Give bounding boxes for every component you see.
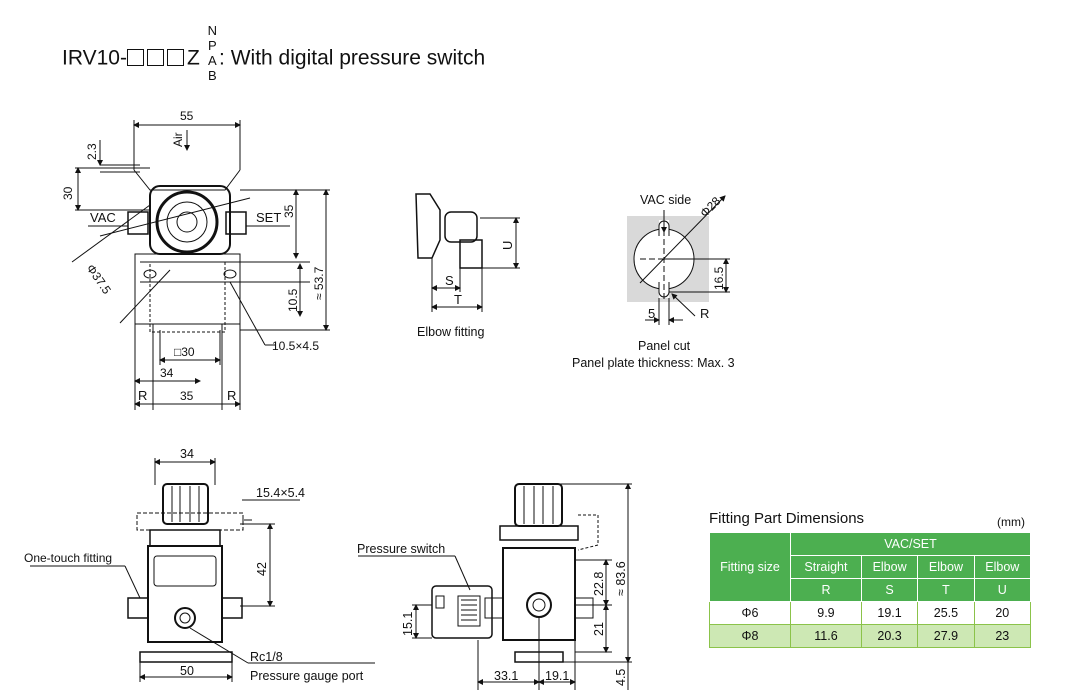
- suffix-n: N: [207, 23, 218, 38]
- panel-thickness-caption: Panel plate thickness: Max. 3: [572, 356, 735, 370]
- dim-35-vertical: 35: [282, 204, 296, 218]
- table-row: Φ8 11.6 20.3 27.9 23: [709, 624, 1032, 648]
- dim-slot: 10.5×4.5: [272, 339, 319, 353]
- cell-value: 19.1: [860, 601, 919, 625]
- dim-10-5: 10.5: [286, 288, 300, 312]
- panel-caption: Panel cut: [638, 339, 691, 353]
- dim-slot-front: 15.4×5.4: [256, 486, 305, 500]
- cell-value: 27.9: [917, 624, 975, 648]
- dim-42: 42: [255, 562, 269, 576]
- dim-5: 5: [648, 306, 655, 321]
- cell-value: 23: [973, 624, 1032, 648]
- top-view-labels: 55 Air 2.3 30 VAC SET 35 Φ37.5 ≈ 53.7 10…: [61, 109, 326, 403]
- header-type-elbow-s: Elbow: [860, 555, 919, 579]
- header-fitting-size: Fitting size: [709, 532, 791, 602]
- fitting-dimensions-table: Fitting size VAC/SET Straight Elbow Elbo…: [709, 532, 1032, 648]
- suffix-stack: N P A B: [208, 23, 217, 83]
- label-one-touch-fitting: One-touch fitting: [24, 551, 112, 565]
- model-prefix: IRV10-: [62, 46, 127, 70]
- top-view: [71, 120, 330, 410]
- dim-22-8: 22.8: [592, 572, 606, 596]
- fitting-table-unit: (mm): [997, 515, 1025, 529]
- dim-2-3: 2.3: [85, 143, 99, 160]
- elbow-fitting-drawing: [415, 193, 520, 312]
- front-view: [30, 458, 375, 682]
- dim-55: 55: [180, 109, 194, 123]
- suffix-b: B: [208, 68, 217, 83]
- dim-4-5: 4.5: [614, 669, 628, 686]
- dim-35-horizontal: 35: [180, 389, 194, 403]
- label-rc: Rc1/8: [250, 650, 283, 664]
- label-pressure-switch: Pressure switch: [357, 542, 445, 556]
- dim-square-30: □30: [174, 345, 195, 359]
- side-view: [358, 483, 632, 690]
- dim-16-5: 16.5: [712, 266, 726, 290]
- header-symbol-t: T: [917, 578, 975, 602]
- label-pressure-gauge-port: Pressure gauge port: [250, 669, 364, 683]
- header-type-elbow-t: Elbow: [917, 555, 975, 579]
- cell-value: 25.5: [917, 601, 975, 625]
- header-vac-set: VAC/SET: [790, 532, 1031, 556]
- dim-t: T: [454, 292, 462, 307]
- dim-34-front: 34: [180, 447, 194, 461]
- elbow-caption: Elbow fitting: [417, 325, 484, 339]
- option-box-3: [166, 48, 184, 66]
- cell-value: 11.6: [790, 624, 862, 648]
- panel-cut-drawing: [627, 195, 730, 325]
- dim-53-7: ≈ 53.7: [312, 266, 326, 300]
- dim-phi37-5: Φ37.5: [84, 262, 115, 297]
- elbow-labels: U S T Elbow fitting: [417, 241, 515, 339]
- cell-value: 20: [973, 601, 1032, 625]
- label-air: Air: [171, 132, 185, 147]
- header-type-elbow-u: Elbow: [973, 555, 1032, 579]
- label-vac-side: VAC side: [640, 193, 691, 207]
- option-box-2: [146, 48, 164, 66]
- suffix-a: A: [208, 53, 217, 68]
- cell-value: 9.9: [790, 601, 862, 625]
- table-row: Φ6 9.9 19.1 25.5 20: [709, 601, 1032, 625]
- side-view-labels: Pressure switch ≈ 83.6 22.8 21 15.1 33.1…: [357, 542, 628, 686]
- dim-r: R: [700, 306, 709, 321]
- dim-83-6: ≈ 83.6: [614, 561, 628, 596]
- dim-21: 21: [592, 622, 606, 636]
- fitting-table-title: Fitting Part Dimensions: [709, 510, 865, 527]
- cell-size: Φ8: [709, 624, 791, 648]
- front-view-labels: 34 15.4×5.4 One-touch fitting 42 50 Rc1/…: [24, 447, 364, 683]
- cell-value: 20.3: [860, 624, 919, 648]
- header-symbol-r: R: [790, 578, 862, 602]
- suffix-p: P: [208, 38, 217, 53]
- panel-labels: VAC side Φ28 16.5 5 R Panel cut Panel pl…: [572, 193, 735, 370]
- cell-size: Φ6: [709, 601, 791, 625]
- dim-15-1: 15.1: [401, 612, 415, 636]
- option-box-1: [126, 48, 144, 66]
- page-title: IRV10- Z N P A B : With digital pressure …: [62, 23, 486, 89]
- title-text: : With digital pressure switch: [219, 46, 486, 70]
- dim-50: 50: [180, 664, 194, 678]
- label-vac: VAC: [90, 210, 116, 225]
- dim-30: 30: [61, 186, 75, 200]
- header-type-straight: Straight: [790, 555, 862, 579]
- dim-19-1: 19.1: [545, 669, 569, 683]
- header-symbol-s: S: [860, 578, 919, 602]
- header-symbol-u: U: [973, 578, 1032, 602]
- dim-r-left: R: [138, 388, 147, 403]
- dim-s: S: [445, 273, 454, 288]
- model-z: Z: [186, 46, 200, 70]
- dim-33-1: 33.1: [494, 669, 518, 683]
- label-set: SET: [256, 210, 281, 225]
- dim-34: 34: [160, 366, 174, 380]
- dim-r-right: R: [227, 388, 236, 403]
- dim-u: U: [500, 241, 515, 250]
